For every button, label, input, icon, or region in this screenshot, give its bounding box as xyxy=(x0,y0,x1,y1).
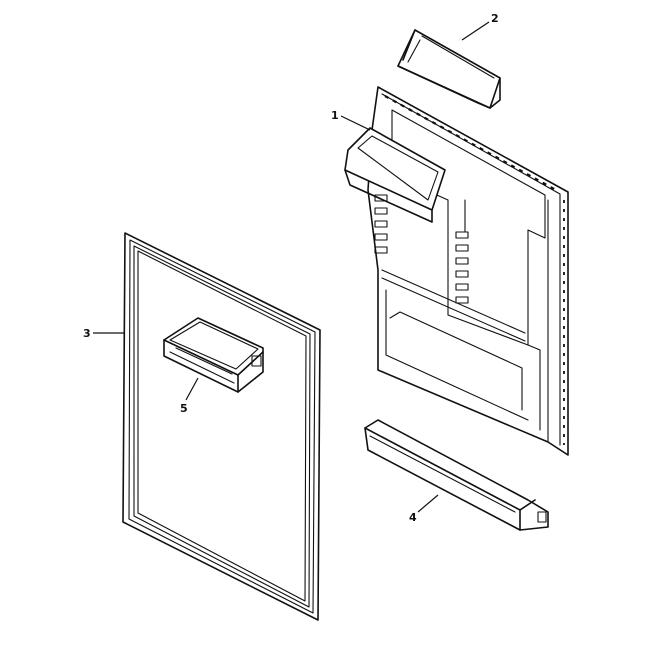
callout-5: 5 xyxy=(180,402,188,415)
left-screw-column xyxy=(374,194,388,254)
dairy-door[interactable] xyxy=(397,29,501,109)
callout-3: 3 xyxy=(83,327,91,340)
leader-2 xyxy=(461,21,490,41)
leader-5 xyxy=(185,377,199,401)
callout-1: 1 xyxy=(331,109,339,122)
callout-4: 4 xyxy=(409,511,417,524)
door-shelf-bar[interactable] xyxy=(364,419,549,531)
callout-leaders xyxy=(93,21,490,513)
center-screw-column xyxy=(455,231,469,304)
leader-1 xyxy=(340,115,371,131)
leader-4 xyxy=(417,494,439,513)
door-gasket[interactable] xyxy=(122,232,321,621)
callout-2: 2 xyxy=(491,12,499,25)
egg-bucket[interactable] xyxy=(163,317,264,393)
door-liner[interactable] xyxy=(344,86,569,456)
